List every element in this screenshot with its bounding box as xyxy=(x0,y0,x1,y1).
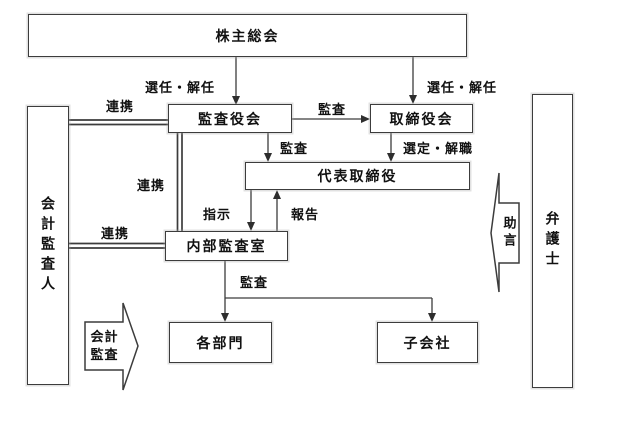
node-accounting-auditor: 会計監査人 xyxy=(27,106,69,385)
node-subsidiary: 子会社 xyxy=(377,322,478,363)
label-instruction: 指示 xyxy=(202,207,231,222)
node-representative-director: 代表取締役 xyxy=(245,162,470,190)
label-advice: 助言 xyxy=(501,216,517,250)
label-cooperation-bottom: 連携 xyxy=(100,226,129,241)
label-cooperation-mid: 連携 xyxy=(136,178,165,193)
node-audit-board: 監査役会 xyxy=(168,104,292,133)
label-accounting-audit-line1: 会計 xyxy=(90,329,119,345)
arrowhead-up xyxy=(273,190,281,199)
node-departments: 各部門 xyxy=(169,322,272,363)
arrowhead-down xyxy=(221,313,229,322)
arrowhead-down xyxy=(409,95,417,104)
node-board-of-directors: 取締役会 xyxy=(370,104,473,133)
node-internal-audit-office: 内部監査室 xyxy=(165,231,288,261)
label-cooperation-top: 連携 xyxy=(105,99,134,114)
node-lawyer: 弁護士 xyxy=(532,94,573,388)
label-appoint-dismiss-right: 選任・解任 xyxy=(426,80,497,95)
arrowhead-down xyxy=(232,96,240,105)
advice-block-arrow xyxy=(490,172,520,293)
arrowhead-down xyxy=(264,153,272,162)
accounting-audit-block-arrow xyxy=(84,302,139,391)
node-shareholders: 株主総会 xyxy=(28,14,467,57)
label-audit-bottom: 監査 xyxy=(239,275,268,290)
label-audit-to-directors: 監査 xyxy=(317,102,346,117)
label-report: 報告 xyxy=(290,207,319,222)
label-accounting-audit-line2: 監査 xyxy=(90,347,119,362)
label-accounting-audit: 会計 監査 xyxy=(86,324,123,368)
label-select-discharge: 選定・解職 xyxy=(402,141,473,156)
label-appoint-dismiss-left: 選任・解任 xyxy=(144,80,215,95)
label-audit-to-representative: 監査 xyxy=(279,141,308,156)
arrowhead-down xyxy=(428,313,436,322)
arrowhead-down xyxy=(387,153,395,162)
arrowhead-down xyxy=(247,222,255,231)
arrowhead-right xyxy=(361,115,370,123)
